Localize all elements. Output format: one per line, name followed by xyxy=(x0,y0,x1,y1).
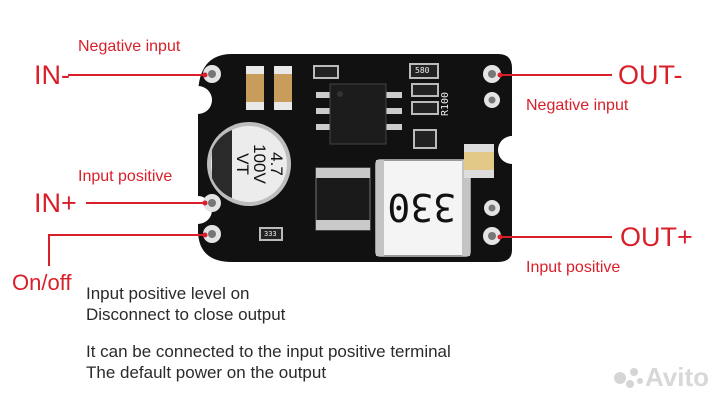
connection-note: It can be connected to the input positiv… xyxy=(86,341,451,383)
capacitor-value: 4.7 xyxy=(267,152,286,176)
resistor-r100-label: R100 xyxy=(440,91,451,116)
description-line-2: Disconnect to close output xyxy=(86,305,286,324)
pin-out-plus-pad xyxy=(483,200,501,245)
label-on-off: On/off xyxy=(12,270,72,295)
label-in-plus-desc: Input positive xyxy=(78,168,173,185)
label-out-plus: OUT+ xyxy=(620,222,693,252)
resistor-580-label: 580 xyxy=(415,66,430,75)
smd-333-label: 333 xyxy=(264,230,277,238)
label-in-minus: IN- xyxy=(34,60,70,90)
label-out-minus-desc: Negative input xyxy=(526,97,629,114)
label-out-minus: OUT- xyxy=(618,60,683,90)
pin-on-off-pad xyxy=(203,225,221,243)
description-line-4: The default power on the output xyxy=(86,363,327,382)
pin-in-minus-pad xyxy=(203,65,221,83)
avito-watermark: Avito xyxy=(645,362,710,392)
pin-out-minus-pad xyxy=(483,65,501,108)
capacitor-voltage: 100V xyxy=(250,144,269,184)
label-in-plus: IN+ xyxy=(34,188,77,218)
capacitor-marking: 4.7 100V VT xyxy=(233,129,286,199)
description-line-1: Input positive level on xyxy=(86,284,250,303)
label-in-minus-desc: Negative input xyxy=(78,38,181,55)
leader-lines xyxy=(48,74,612,266)
on-off-description: Input positive level on Disconnect to cl… xyxy=(86,283,285,325)
label-out-plus-desc: Input positive xyxy=(526,259,621,276)
description-line-3: It can be connected to the input positiv… xyxy=(86,342,451,361)
capacitor-series: VT xyxy=(233,153,252,175)
pin-in-plus-pad xyxy=(203,194,221,212)
inductor-code: 330 xyxy=(387,185,456,229)
avito-logo-icon xyxy=(614,368,643,388)
